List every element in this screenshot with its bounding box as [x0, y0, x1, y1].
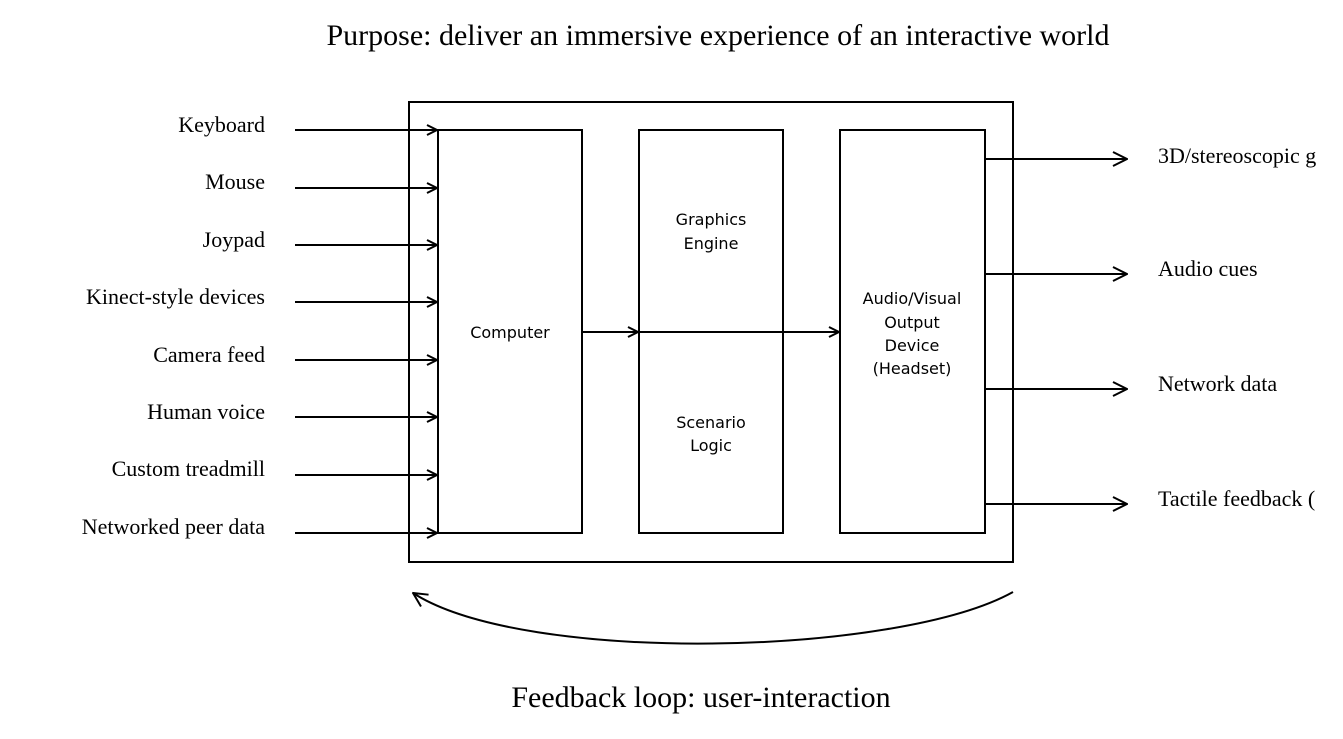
output-device-line-4: (Headset): [873, 359, 952, 378]
output-device-line-3: Device: [885, 336, 940, 355]
graphics-engine-line-1: Graphics: [676, 210, 747, 229]
output-label-network-data: Network data: [1158, 371, 1277, 396]
graphics-engine-line-2: Engine: [684, 234, 739, 253]
output-device-line-2: Output: [884, 313, 940, 332]
scenario-logic-line-2: Logic: [690, 436, 732, 455]
output-label-audio-cues: Audio cues: [1158, 256, 1258, 281]
input-label-networked-peer-data: Networked peer data: [82, 514, 265, 539]
output-device-block: [839, 129, 986, 534]
computer-label: Computer: [470, 323, 550, 342]
input-label-camera-feed: Camera feed: [153, 342, 265, 367]
input-label-joypad: Joypad: [203, 227, 265, 252]
output-device-line-1: Audio/Visual: [863, 289, 962, 308]
feedback-loop-label: Feedback loop: user-interaction: [511, 681, 890, 714]
output-label-tactile-feedback: Tactile feedback (: [1158, 486, 1315, 511]
input-label-human-voice: Human voice: [147, 399, 265, 424]
input-label-custom-treadmill: Custom treadmill: [112, 456, 265, 481]
feedback-loop-arrow: [413, 591, 1014, 645]
input-label-keyboard: Keyboard: [178, 112, 265, 137]
input-label-kinect-style-devices: Kinect-style devices: [86, 284, 265, 309]
scenario-logic-line-1: Scenario: [676, 413, 746, 432]
diagram-title: Purpose: deliver an immersive experience…: [326, 19, 1109, 52]
output-label-stereoscopic: 3D/stereoscopic g: [1158, 143, 1316, 168]
outer-system-frame: [408, 101, 1014, 563]
input-label-mouse: Mouse: [205, 169, 265, 194]
